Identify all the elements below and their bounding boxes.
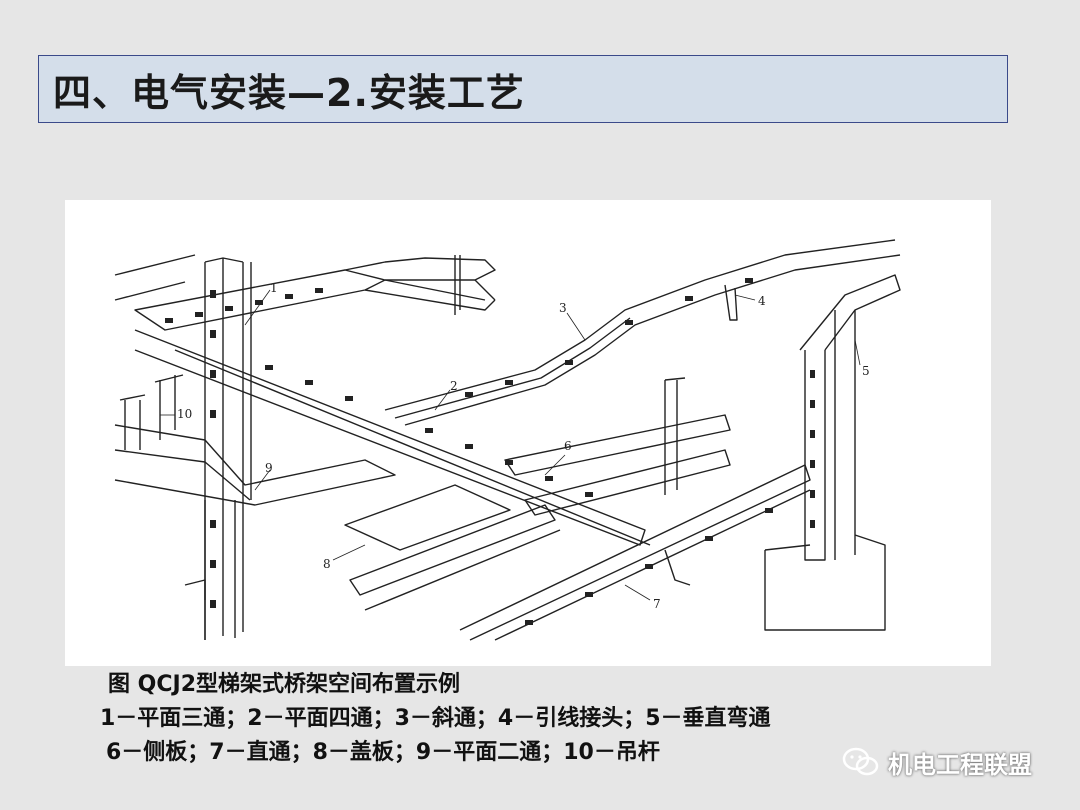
slide-title-box: 四、电气安装—2.安装工艺: [38, 55, 1008, 123]
caption-heading: 图 QCJ2型梯架式桥架空间布置示例: [108, 672, 461, 697]
figure-caption: 图 QCJ2型梯架式桥架空间布置示例 1－平面三通；2－平面四通；3－斜通；4－…: [100, 668, 940, 770]
callout-2: 2: [450, 379, 458, 393]
callout-6: 6: [564, 439, 572, 453]
caption-legend-line-1: 1－平面三通；2－平面四通；3－斜通；4－引线接头；5－垂直弯通: [100, 706, 771, 731]
cable-tray-diagram: 1 2 3 4 5 6 7 8 9 10: [65, 200, 991, 666]
callout-8: 8: [323, 557, 331, 571]
callout-9: 9: [265, 461, 273, 475]
tray-straight-long: [459, 464, 811, 641]
callout-3: 3: [559, 301, 567, 315]
tray-left-lower: [114, 424, 396, 506]
tray-upper-loop: [134, 255, 496, 331]
callout-10: 10: [177, 407, 192, 421]
tray-lower-middle: [349, 504, 561, 611]
side-panel-tray: [504, 377, 731, 516]
rung-marks: [165, 278, 815, 625]
callout-5: 5: [862, 364, 870, 378]
cover-plate: [344, 484, 511, 551]
wechat-icon: [842, 747, 879, 776]
callout-7: 7: [653, 597, 661, 611]
watermark-text: 机电工程联盟: [888, 750, 1032, 779]
slide-title: 四、电气安装—2.安装工艺: [53, 70, 525, 115]
concrete-pedestal: [764, 534, 886, 631]
tray-diagonal-main: [134, 329, 651, 546]
watermark: 机电工程联盟: [842, 742, 1032, 782]
tray-vertical-bend: [799, 274, 901, 561]
callout-1: 1: [270, 281, 278, 295]
callout-4: 4: [758, 294, 766, 308]
vertical-column-left: [204, 257, 252, 640]
tray-slope: [384, 239, 901, 426]
caption-legend-line-2: 6－侧板；7－直通；8－盖板；9－平面二通；10－吊杆: [106, 740, 660, 765]
